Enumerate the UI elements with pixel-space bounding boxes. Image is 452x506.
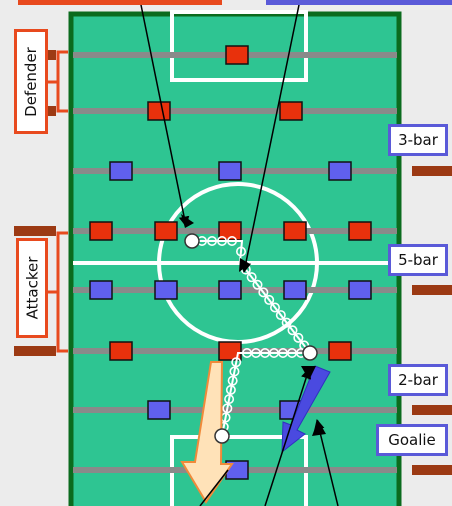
two-bar-label-text: 2-bar xyxy=(398,371,438,389)
rod-handle[interactable] xyxy=(14,346,56,356)
top-right-strip xyxy=(266,0,452,5)
blue-player[interactable] xyxy=(329,162,351,180)
blue-player[interactable] xyxy=(349,281,371,299)
attacker-label-text: Attacker xyxy=(23,257,41,320)
blue-player[interactable] xyxy=(284,281,306,299)
rod-handle[interactable] xyxy=(412,285,452,295)
blue-player[interactable] xyxy=(219,281,241,299)
rod-handle[interactable] xyxy=(412,166,452,176)
red-player[interactable] xyxy=(280,102,302,120)
top-left-strip xyxy=(18,0,222,5)
rod-handle[interactable] xyxy=(412,405,452,415)
red-player[interactable] xyxy=(110,342,132,360)
defender-label-text: Defender xyxy=(22,47,40,117)
defender-label: Defender xyxy=(14,29,48,134)
red-player[interactable] xyxy=(284,222,306,240)
red-player[interactable] xyxy=(329,342,351,360)
blue-player[interactable] xyxy=(155,281,177,299)
attacker-bracket xyxy=(58,233,68,351)
ball-end[interactable] xyxy=(215,429,229,443)
blue-player[interactable] xyxy=(148,401,170,419)
five-bar-label: 5-bar xyxy=(388,244,448,276)
five-bar-label-text: 5-bar xyxy=(398,251,438,269)
two-bar-label: 2-bar xyxy=(388,364,448,396)
goalie-label: Goalie xyxy=(376,424,448,456)
left-brackets xyxy=(47,52,68,351)
rod-handle[interactable] xyxy=(412,465,452,475)
rod xyxy=(73,407,397,413)
playing-field xyxy=(71,14,399,506)
three-bar-label: 3-bar xyxy=(388,124,448,156)
red-player[interactable] xyxy=(148,102,170,120)
red-player[interactable] xyxy=(349,222,371,240)
blue-player[interactable] xyxy=(90,281,112,299)
attacker-label: Attacker xyxy=(16,238,48,338)
ball-mid[interactable] xyxy=(303,346,317,360)
red-player[interactable] xyxy=(90,222,112,240)
defender-bracket xyxy=(58,52,68,111)
rod-handle[interactable] xyxy=(14,226,56,236)
blue-player[interactable] xyxy=(110,162,132,180)
rod xyxy=(73,108,397,114)
ball-start[interactable] xyxy=(185,234,199,248)
red-player[interactable] xyxy=(226,46,248,64)
goalie-label-text: Goalie xyxy=(388,431,436,449)
three-bar-label-text: 3-bar xyxy=(398,131,438,149)
blue-player[interactable] xyxy=(219,162,241,180)
red-player[interactable] xyxy=(155,222,177,240)
